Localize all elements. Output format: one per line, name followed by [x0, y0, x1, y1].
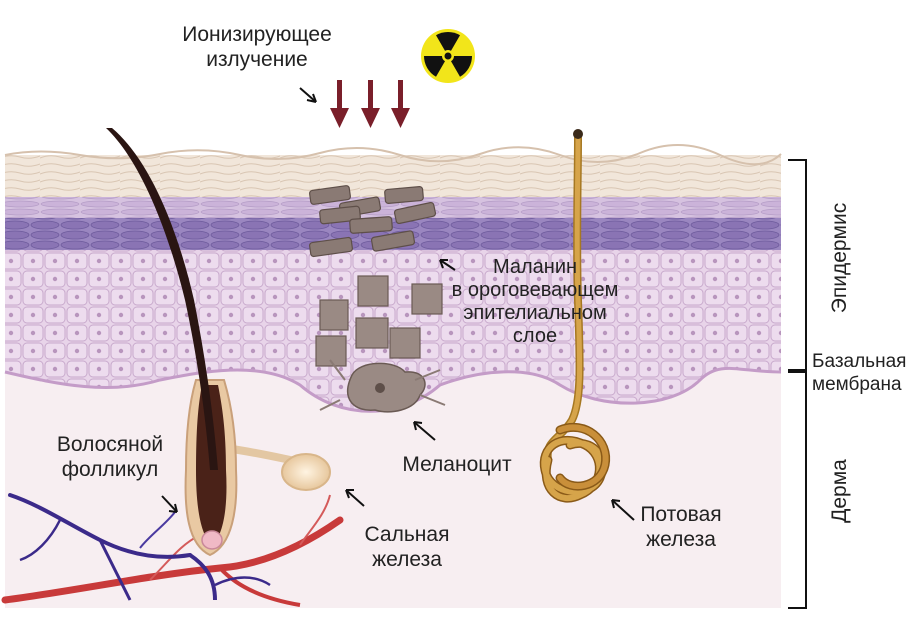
lucidum-layer: [5, 196, 781, 218]
skin-surface: [4, 144, 782, 166]
melanin-keratinocytes: [315, 275, 443, 367]
sweat-gland-label: Потовая железа: [640, 503, 722, 551]
sebaceous-gland-label: Сальная железа: [364, 523, 450, 571]
basal-membrane-label: Базальная мембрана: [812, 351, 906, 395]
melanin-cells: [309, 185, 437, 258]
melanocyte-label: Меланоцит: [402, 453, 512, 476]
hair-shaft: [106, 128, 218, 470]
melanocyte-cell: [319, 359, 446, 413]
radiation-label: Ионизирующее излучение: [182, 23, 332, 71]
dermis-label: Дерма: [828, 459, 851, 523]
hair-follicle-label: Волосяной фолликул: [56, 433, 164, 481]
sweat-gland: [539, 129, 611, 503]
radiation-hazard-icon: [421, 29, 475, 83]
radiation-arrows: [330, 80, 410, 128]
melanin-label: Маланин в ороговевающем эпителиальном сл…: [451, 256, 619, 347]
basal-membrane-line: [4, 367, 782, 413]
epidermis-label: Эпидермис: [828, 202, 851, 314]
pointer-arrows: [161, 87, 635, 521]
layer-brackets: [788, 159, 807, 609]
